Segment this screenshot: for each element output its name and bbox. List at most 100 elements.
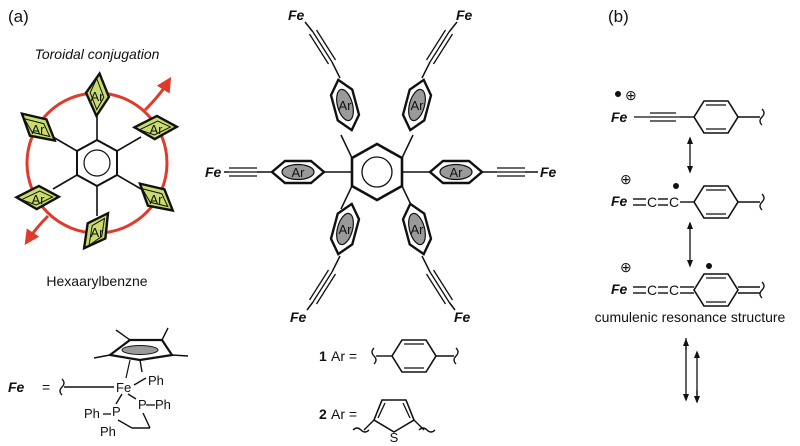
ar-label: Ar [339,98,353,113]
alkyne-triple-bond [634,112,680,122]
central-benzene [350,142,404,202]
ph-label: Ph [155,397,171,412]
bond [304,21,314,33]
compound-number: 2 [319,406,327,422]
fe-label: Fe [205,164,222,180]
fe-label: Fe [540,164,557,180]
phenylene-ring [693,185,739,219]
double-bond [377,402,386,419]
alkyne-triple-bond [425,269,454,305]
ph-label: Ph [84,406,100,421]
spoke [116,174,142,190]
toroidal-arrow-top [143,76,172,112]
ethylene-bridge [117,419,133,429]
fe-label: Fe [288,7,305,23]
bond [448,21,458,33]
wavy-bond-icon [418,427,436,433]
wavy-bond-icon [371,347,377,365]
toroidal-arrow-bottom [24,214,50,245]
fe-label: Fe [456,7,473,23]
resonance-structures: ⊕ Fe ⊕ Fe C C ⊕ Fe C [595,87,786,404]
wavy-bond-icon [759,193,765,211]
bond [331,255,341,273]
fe-label: Fe [290,309,307,325]
ar-label: Ar [411,98,425,113]
cp-methyl [171,354,189,357]
panel-a-label: (a) [8,7,29,26]
cp-fe-bond [125,359,131,379]
quinoid-ring [693,273,739,307]
fe-label: Fe [611,193,628,209]
spoke [52,136,78,152]
cumulenic-caption: cumulenic resonance structure [595,309,786,325]
ar-definition-2: 2 Ar = S [319,399,436,445]
wavy-bond-icon [352,427,370,433]
ethylene-bridge [142,412,151,429]
fe-symbol: Fe [8,379,25,395]
fe-label: Fe [611,281,628,297]
benzene-circle [361,156,393,188]
carbon-atom: C [669,194,679,210]
phenylene-ring [693,100,739,134]
hexaarylbenzene-diagram: Toroidal conjugation Ar Ar Ar Ar Ar Ar H… [14,46,180,289]
positive-charge: ⊕ [620,171,632,187]
bond [340,185,353,210]
ar-label: Ar [32,192,46,207]
carbon-atom: C [647,282,657,298]
ar-label: Ar [292,165,306,180]
cp-methyl [115,329,131,341]
alkyne-triple-bond [308,29,337,65]
wavy-bond-icon [759,281,765,299]
fe-fragment-definition: Fe = Fe Ph Ph P P Ph Ph [8,327,189,439]
ar-equals: Ar = [331,406,357,422]
hexaarylbenzene-caption: Hexaarylbenzne [46,273,147,289]
carbon-atom: C [669,282,679,298]
bond [340,134,353,159]
p-atom: P [112,404,121,419]
spoke [52,174,78,190]
ar-definition-1: 1 Ar = [319,339,459,373]
panel-b-label: (b) [608,7,629,26]
ph-label: Ph [148,373,164,388]
equals-sign: = [42,379,50,395]
ar-label: Ar [150,122,164,137]
radical-dot [673,183,679,189]
p-atom: P [138,397,147,412]
cp-methyl [161,327,169,341]
ph-label: Ph [100,424,116,439]
bond [401,134,414,159]
fe-atom: Fe [116,380,131,395]
alkyne-triple-bond [425,29,454,65]
alkyne-triple-bond [308,269,337,305]
central-benzene [76,138,118,188]
wavy-bond-icon [759,108,765,126]
spoke [116,136,142,152]
ar-label: Ar [150,192,164,207]
compound-number: 1 [319,348,327,364]
ar-label: Ar [450,165,464,180]
ar-label: Ar [339,222,353,237]
radical-dot [615,91,621,97]
bond [133,377,147,386]
carbon-atom: C [647,194,657,210]
ar-label: Ar [411,222,425,237]
bond [306,301,314,311]
bond [363,419,375,431]
cp-methyl [93,354,111,359]
bond [331,61,341,79]
fe-label: Fe [454,309,471,325]
thiophene-ring [373,399,415,433]
bond [421,255,431,273]
positive-charge: ⊕ [625,87,637,103]
cp-ring-circle [121,345,159,355]
fe-label: Fe [611,109,628,125]
ar-equals: Ar = [331,348,357,364]
bond [421,61,431,79]
bond [448,301,456,311]
double-bond [402,402,411,419]
cp-methyl [139,359,143,373]
ar-label: Ar [91,89,105,104]
phenylene-ring [391,339,437,373]
wavy-bond-icon [59,378,65,396]
